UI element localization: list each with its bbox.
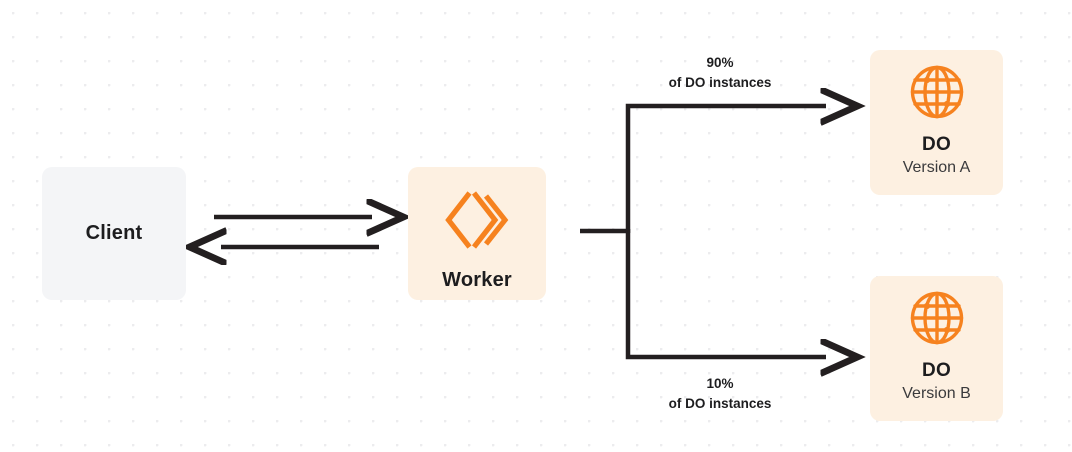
edge-label-do-b-percent: 10% [706,376,734,391]
node-client[interactable]: Client [42,167,186,300]
client-label: Client [85,222,143,244]
do-b-version-label: Version B [902,385,971,402]
edge-label-do-b: 10% of DO instances [669,374,772,413]
worker-label: Worker [442,269,512,291]
do-a-version-label: Version A [902,159,971,176]
globe-icon [909,64,965,120]
node-worker[interactable]: Worker [408,167,546,300]
edge-label-do-a-percent: 90% [706,55,734,70]
edge-label-do-a: 90% of DO instances [669,53,772,92]
node-do-version-a[interactable]: DO Version A [870,50,1003,195]
cloudflare-workers-icon [445,189,509,251]
edge-worker-to-do-a [625,106,826,233]
do-b-label: DO [922,360,951,381]
node-do-version-b[interactable]: DO Version B [870,276,1003,421]
do-a-label: DO [922,134,951,155]
edge-worker-to-do-b [625,229,826,357]
globe-icon [909,290,965,346]
edge-label-do-b-detail: of DO instances [668,395,772,411]
edge-label-do-a-detail: of DO instances [668,74,772,90]
